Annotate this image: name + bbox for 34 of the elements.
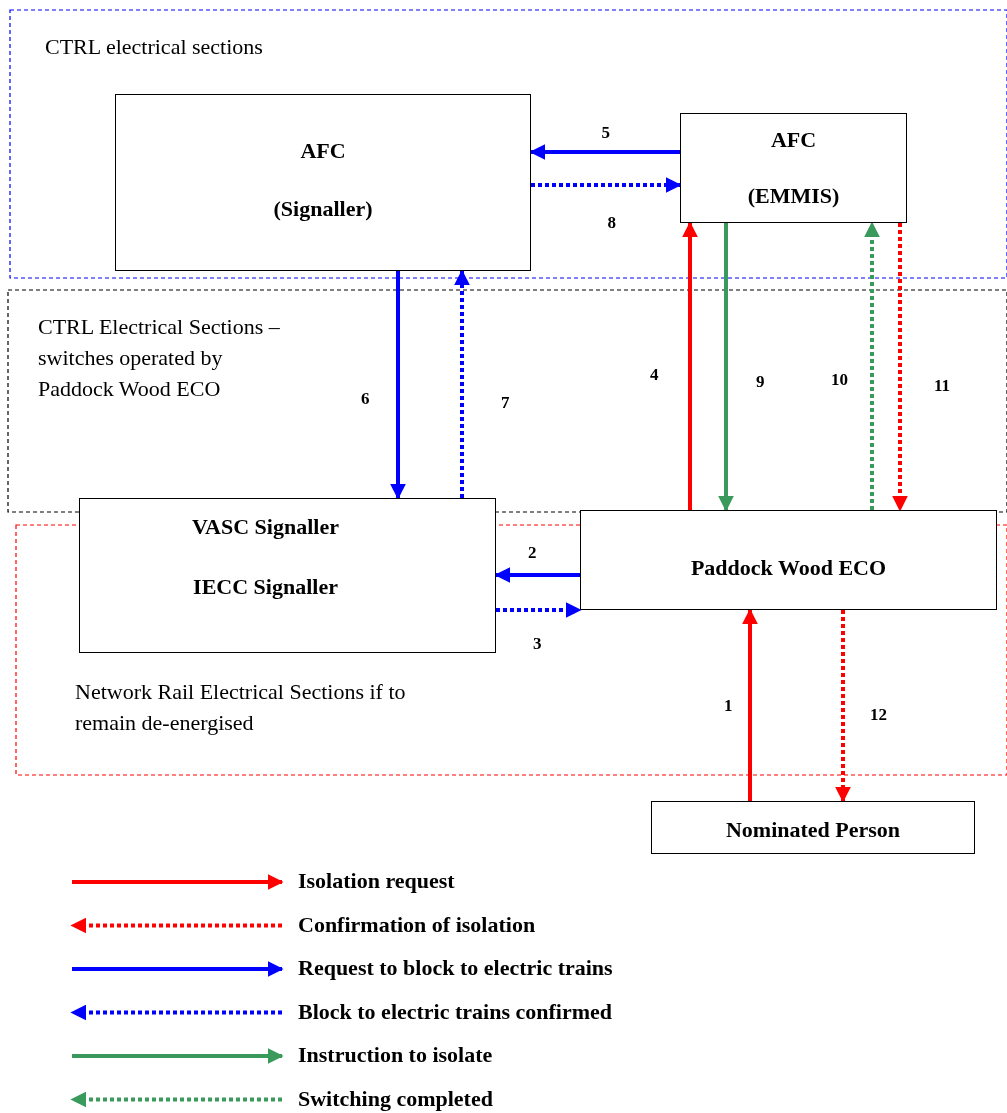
box-label: Nominated Person xyxy=(725,816,901,844)
arrow xyxy=(742,608,758,801)
legend-label: Confirmation of isolation xyxy=(298,911,536,938)
process-box xyxy=(651,801,975,854)
section-label: Network Rail Electrical Sections if to remain de-energised xyxy=(75,678,407,737)
box-label: (EMMIS) xyxy=(747,182,840,210)
box-label: IECC Signaller xyxy=(193,573,338,601)
arrow xyxy=(864,221,880,510)
section-label: CTRL Electrical Sections – switches operated by Paddock Wood ECO xyxy=(38,313,281,403)
arrow xyxy=(835,610,851,803)
arrow xyxy=(496,602,582,618)
box-label: AFC xyxy=(300,137,346,165)
arrow xyxy=(682,221,698,510)
legend-label: Instruction to isolate xyxy=(298,1042,493,1068)
arrow xyxy=(529,144,680,160)
arrow xyxy=(454,269,470,498)
legend-label: Switching completed xyxy=(298,1085,493,1112)
process-box xyxy=(680,113,907,223)
box-label: AFC xyxy=(770,126,817,154)
box-label: VASC Signaller xyxy=(192,513,339,541)
process-box xyxy=(115,94,531,271)
arrow xyxy=(494,567,580,583)
arrow xyxy=(390,271,406,500)
legend-label: Request to block to electric trains xyxy=(298,955,613,981)
arrow xyxy=(718,223,734,512)
legend-label: Block to electric trains confirmed xyxy=(298,998,612,1025)
arrow xyxy=(892,223,908,512)
box-label: (Signaller) xyxy=(273,195,373,223)
arrow xyxy=(531,177,682,193)
section-label: CTRL electrical sections xyxy=(45,33,264,61)
box-label: Paddock Wood ECO xyxy=(690,554,887,582)
legend-label: Isolation request xyxy=(298,868,455,894)
process-box xyxy=(79,498,496,653)
process-box xyxy=(580,510,997,610)
